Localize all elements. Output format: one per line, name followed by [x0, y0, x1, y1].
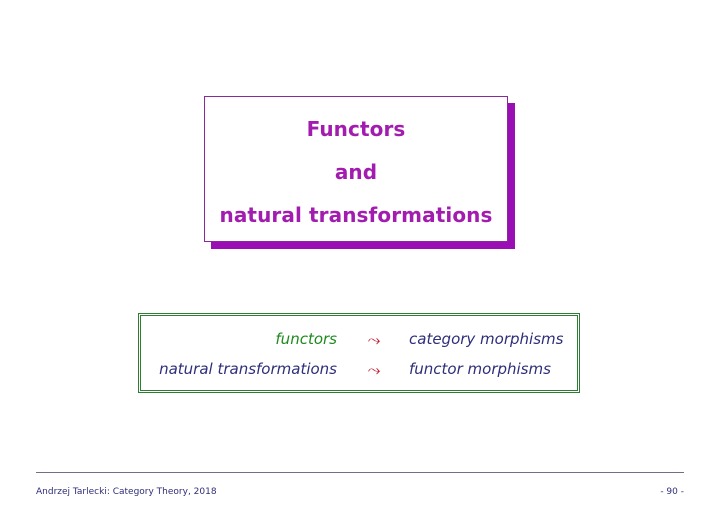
mapping-box: functors ⤳ category morphisms natural tr…: [138, 313, 580, 393]
footer-divider: [36, 472, 684, 473]
mapping-left-term: natural transformations: [159, 360, 337, 378]
title-line-1: Functors: [306, 117, 406, 141]
mapping-row: functors ⤳ category morphisms: [141, 330, 577, 352]
title-line-3: natural transformations: [219, 203, 493, 227]
squiggly-arrow-icon: ⤳: [367, 360, 381, 379]
squiggly-arrow-icon: ⤳: [367, 330, 381, 349]
mapping-right-term: functor morphisms: [409, 360, 551, 378]
title-line-2: and: [334, 160, 378, 184]
mapping-right-term: category morphisms: [409, 330, 564, 348]
title-box: Functors and natural transformations: [204, 96, 508, 242]
mapping-left-term: functors: [275, 330, 337, 348]
footer-author: Andrzej Tarlecki: Category Theory, 2018: [36, 487, 217, 497]
mapping-row: natural transformations ⤳ functor morphi…: [141, 360, 577, 382]
footer-page-number: - 90 -: [660, 487, 684, 497]
